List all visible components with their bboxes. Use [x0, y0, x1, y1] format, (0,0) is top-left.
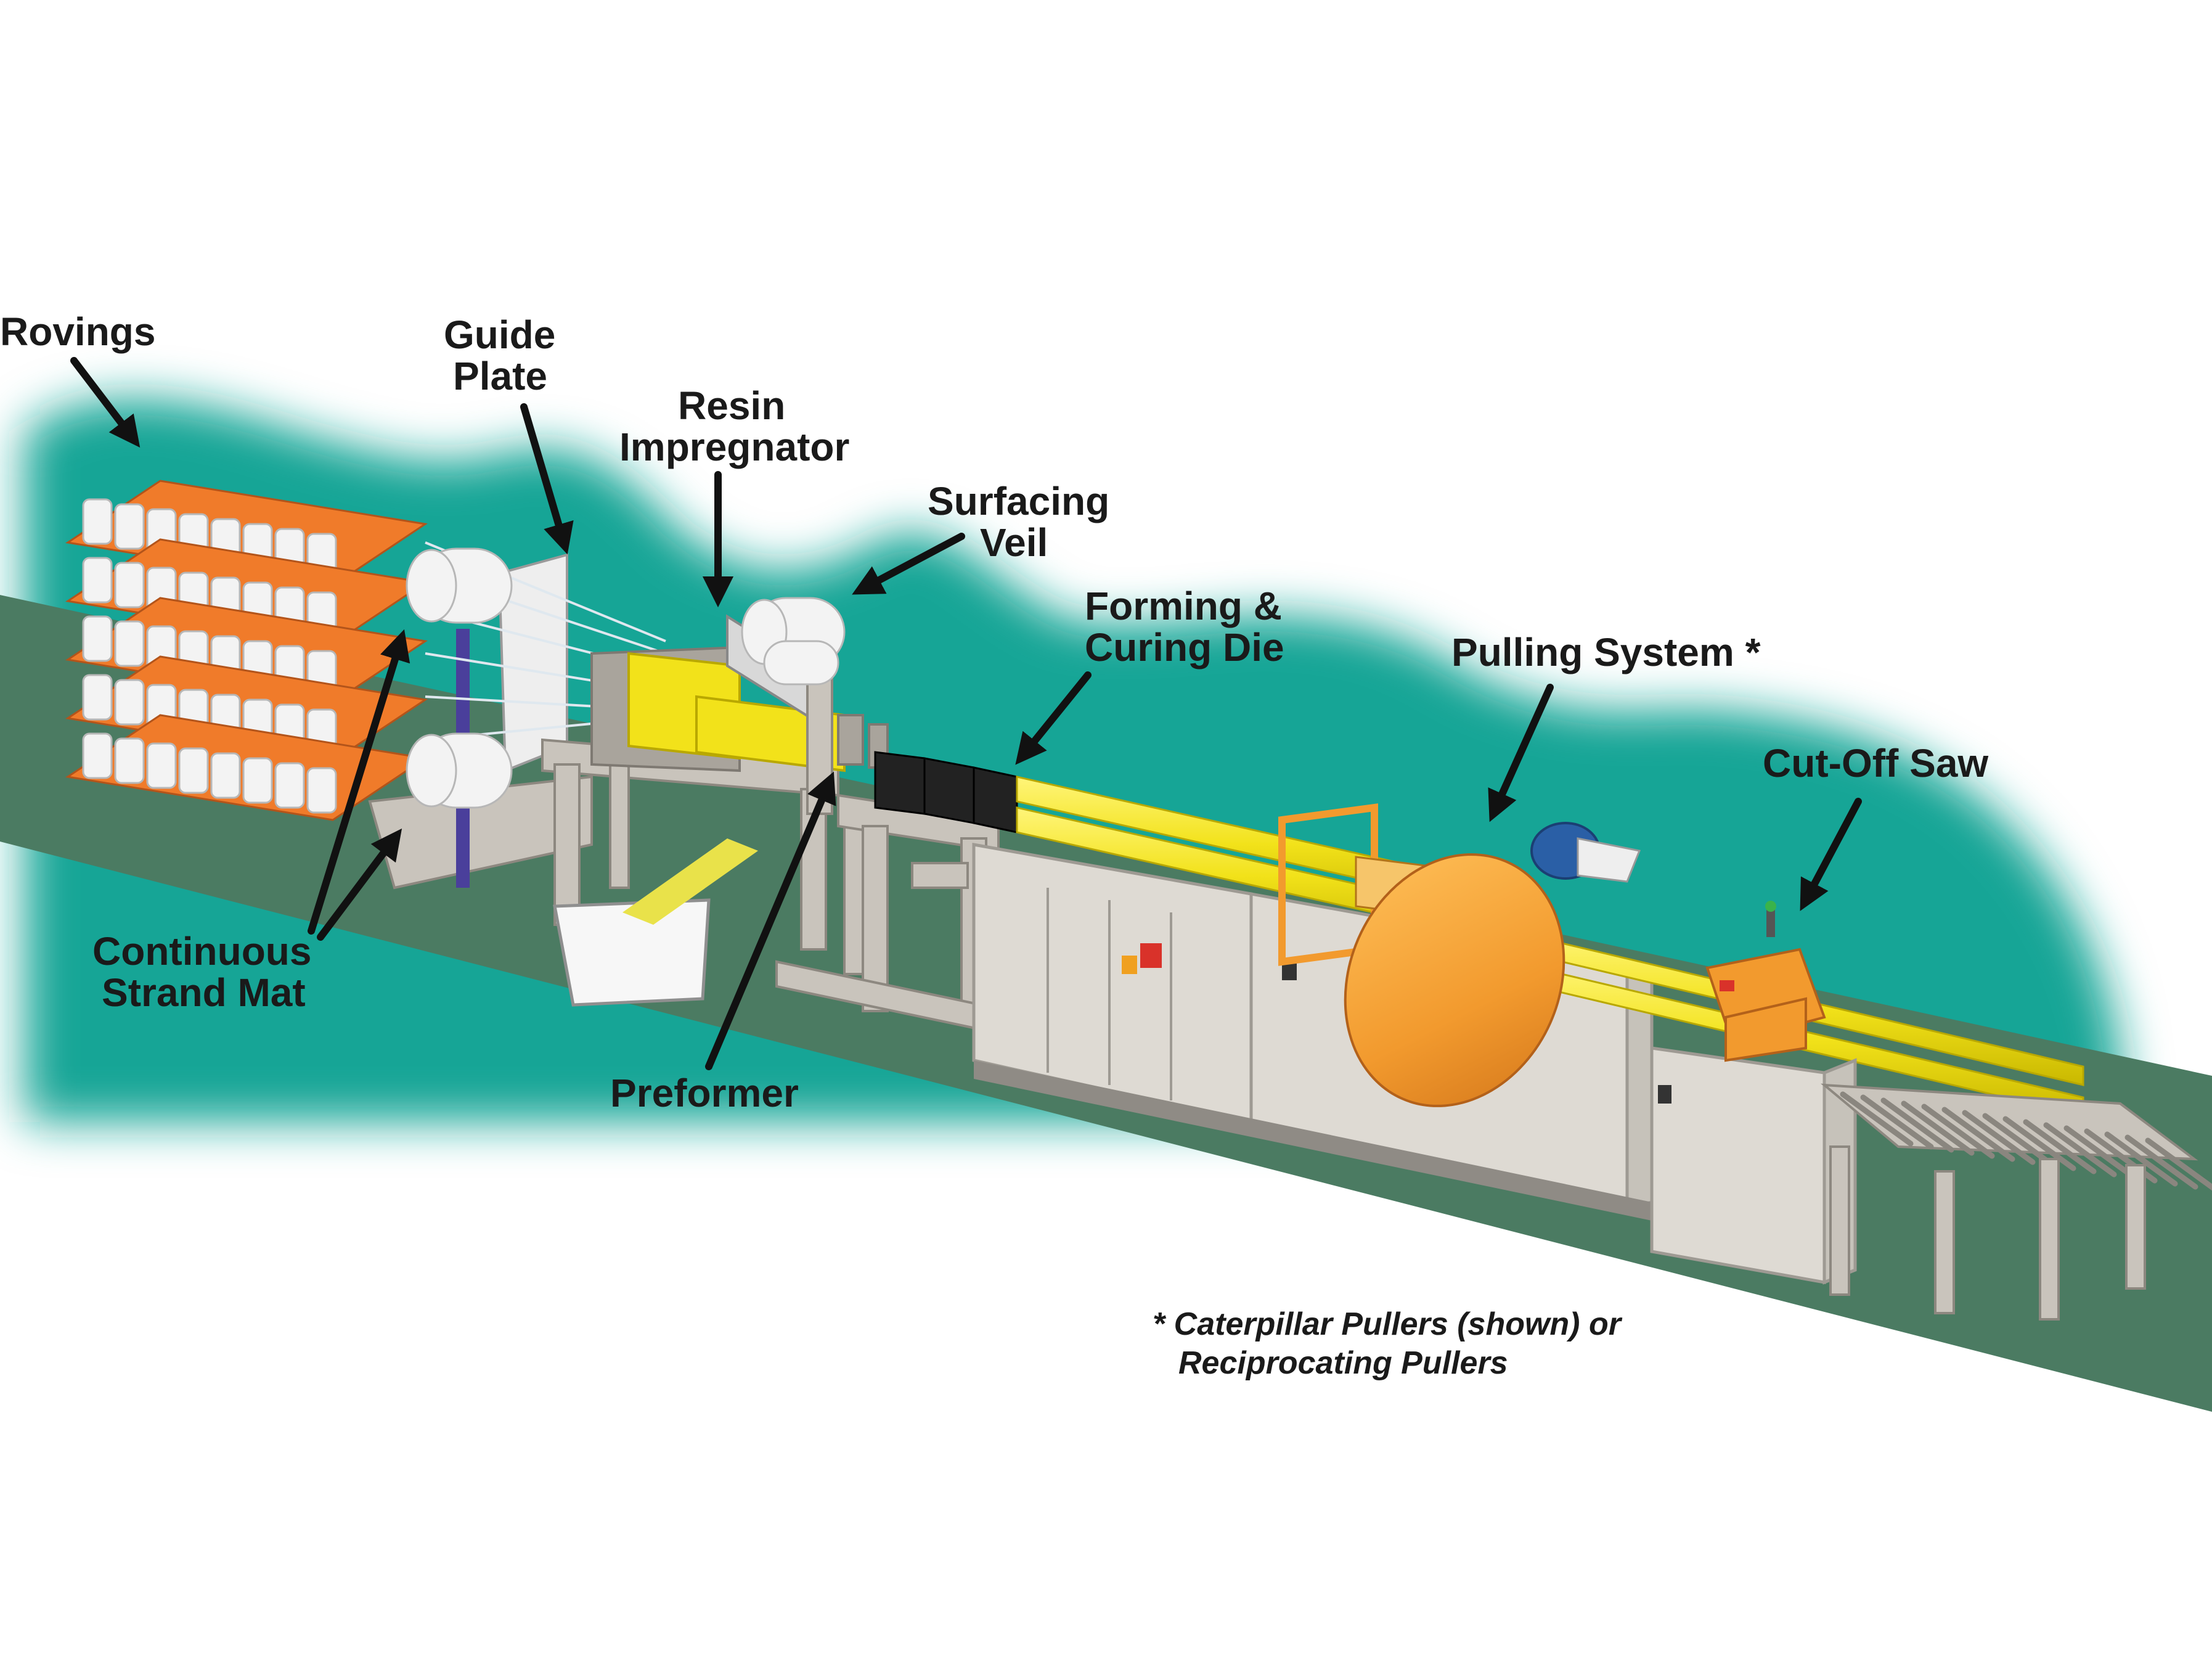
cut-off-saw: [1650, 901, 1857, 1285]
conveyor-roller: [2104, 1131, 2178, 1187]
forming-curing-die: [874, 751, 1018, 834]
arrow-csm-lower: [317, 828, 402, 941]
conveyor-roller: [1880, 1097, 1954, 1153]
conveyor-roller: [1840, 1091, 1914, 1147]
conveyor-roller: [2002, 1116, 2076, 1171]
roving-spool: [82, 674, 113, 721]
puller-guard: [1344, 853, 1565, 1107]
roving-spool: [82, 732, 113, 779]
label-guide-plate-2: Plate: [453, 354, 547, 398]
label-csm-2: Strand Mat: [102, 970, 306, 1015]
roving-spool: [82, 615, 113, 662]
roving-spool: [242, 757, 273, 804]
roving-spool: [82, 498, 113, 545]
label-guide-plate-1: Guide: [444, 313, 555, 357]
footnote-line-2: Reciprocating Pullers: [1178, 1345, 1508, 1381]
pulling-system: [1278, 803, 1641, 1107]
rovings-creel: [65, 480, 428, 821]
arrow-veil: [852, 533, 965, 595]
arrow-rovings: [70, 357, 141, 448]
label-cut-off-saw: Cut-Off Saw: [1763, 741, 1988, 785]
arrow-saw: [1800, 798, 1862, 911]
roving-spool: [274, 762, 305, 809]
arrow-pulling: [1488, 684, 1554, 822]
conveyor-roller: [1860, 1094, 1934, 1150]
conveyor-roller: [2043, 1122, 2117, 1178]
label-rovings: Rovings: [0, 309, 155, 354]
roving-spool: [114, 737, 145, 784]
roving-spool: [114, 679, 145, 726]
label-die-1: Forming &: [1085, 584, 1282, 628]
roving-spool: [82, 557, 113, 604]
conveyor-roller: [1901, 1100, 1975, 1156]
arrow-preformer: [705, 771, 836, 1070]
roving-spool: [306, 767, 337, 814]
conveyor-roller: [1941, 1107, 2015, 1162]
roller-conveyor: [1821, 1083, 2212, 1321]
conveyor-roller: [2145, 1137, 2212, 1191]
roving-spool: [114, 562, 145, 608]
label-die-2: Curing Die: [1085, 625, 1284, 670]
label-veil-2: Veil: [980, 520, 1048, 565]
footnote-line-1: * Caterpillar Pullers (shown) or: [1153, 1306, 1623, 1342]
roving-spool: [178, 747, 209, 794]
conveyor-roller: [1982, 1113, 2056, 1168]
arrow-csm-upper: [308, 629, 410, 935]
roving-spool: [114, 620, 145, 667]
label-veil-1: Surfacing: [928, 479, 1109, 523]
roving-spool: [114, 503, 145, 550]
conveyor-roller: [2023, 1119, 2097, 1174]
continuous-strand-mat-rolls: [406, 547, 513, 809]
roving-spool: [210, 752, 241, 799]
conveyor-roller: [2124, 1134, 2198, 1190]
label-resin-2: Impregnator: [619, 425, 849, 469]
conveyor-roller: [2063, 1125, 2137, 1181]
label-pulling-system: Pulling System *: [1451, 630, 1761, 674]
arrow-die: [1015, 671, 1092, 765]
roving-spool: [146, 742, 177, 789]
conveyor-roller: [1962, 1110, 2036, 1165]
label-csm-1: Continuous: [92, 929, 311, 973]
conveyor-roller: [1921, 1104, 1995, 1159]
label-resin-1: Resin: [678, 383, 785, 428]
arrow-guide-plate: [520, 403, 574, 555]
label-preformer: Preformer: [610, 1071, 799, 1115]
